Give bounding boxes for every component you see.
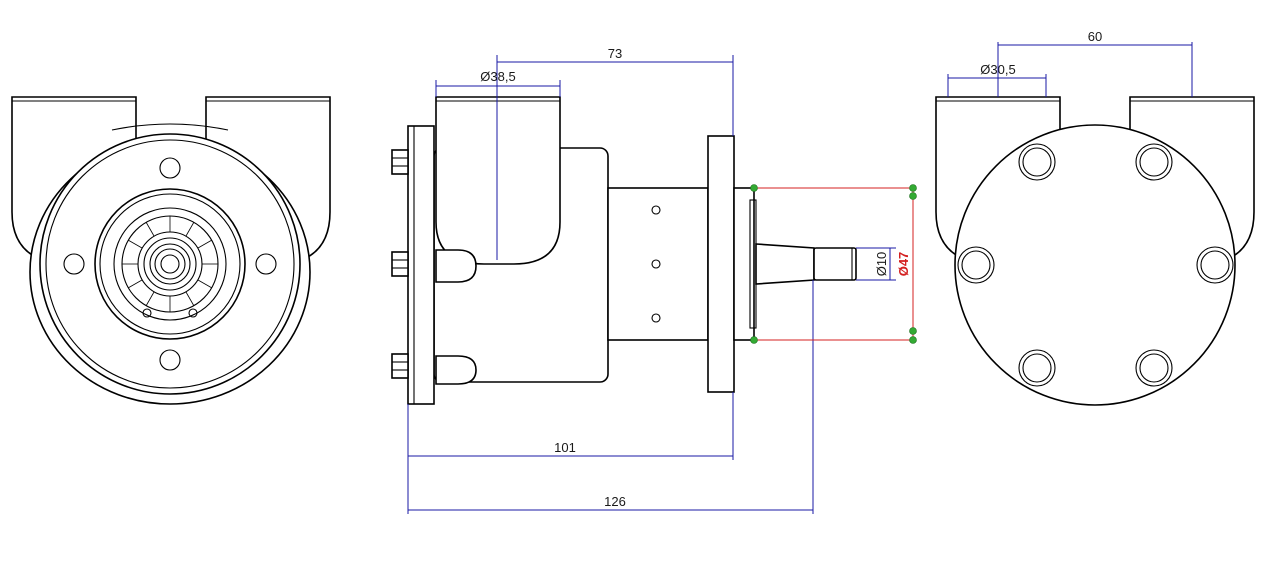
snap-point [750, 184, 758, 192]
dimension-73-label: 73 [608, 46, 622, 61]
bolt-head-1 [1018, 143, 1056, 181]
dimension-126-label: 126 [604, 494, 626, 509]
bolt-head-5 [1018, 349, 1056, 387]
dimension-pilot-label: Ø47 [896, 252, 911, 277]
bolt-head-4 [1196, 246, 1234, 284]
dimension-73: 73 [496, 46, 734, 260]
snap-point [909, 327, 917, 335]
back-view [935, 96, 1255, 406]
dimension-101: 101 [407, 392, 734, 514]
dimension-60: 60 [997, 29, 1193, 97]
bolt-bottom [391, 353, 409, 379]
snap-point [750, 336, 758, 344]
bolt-head-6 [1135, 349, 1173, 387]
snap-point [909, 336, 917, 344]
dimension-shaft-label: Ø10 [874, 252, 889, 277]
bolt-middle [391, 251, 409, 277]
front-view [11, 96, 331, 405]
dimension-bore: Ø38,5 [435, 69, 561, 97]
dimension-126: 126 [408, 280, 814, 514]
dimension-port: Ø30,5 [947, 62, 1047, 97]
side-view [391, 96, 857, 405]
snap-point [909, 192, 917, 200]
dimension-60-label: 60 [1088, 29, 1102, 44]
dimension-bore-label: Ø38,5 [480, 69, 515, 84]
bolt-head-2 [1135, 143, 1173, 181]
bolt-head-3 [957, 246, 995, 284]
dimension-pilot: Ø47 [750, 184, 917, 344]
snap-point [909, 184, 917, 192]
dimension-101-label: 101 [554, 440, 576, 455]
dimension-shaft: Ø10 [856, 247, 896, 281]
bolt-top [391, 149, 409, 175]
